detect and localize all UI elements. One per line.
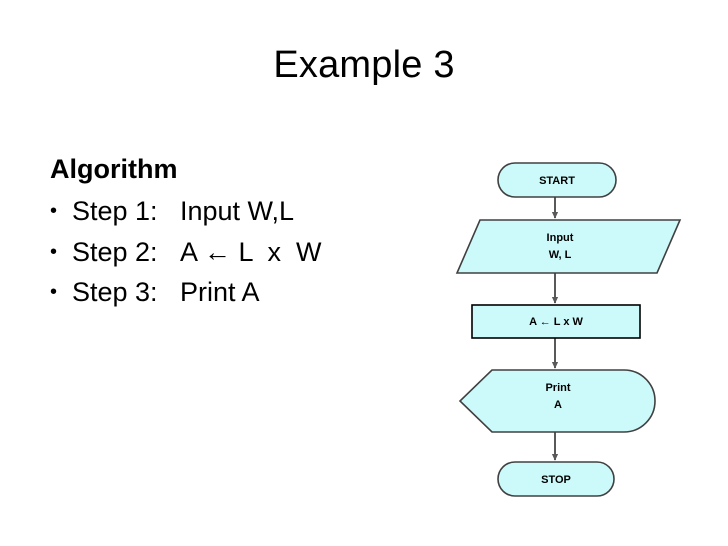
list-item: • Step 3: Print A [50,272,420,313]
node-label-print-line2: A [554,399,562,411]
parallelogram-shape [455,219,682,274]
flowchart-node-input[interactable]: Input W, L [455,219,682,274]
algorithm-text-block: Algorithm • Step 1: Input W,L • Step 2: … [50,154,420,313]
node-label-stop: STOP [541,474,571,486]
step-label: Step 1: [72,196,158,227]
flowchart-node-print[interactable]: Print A [458,369,656,433]
page-title: Example 3 [273,44,455,86]
terminator-shape [497,461,615,497]
process-shape [471,304,641,339]
step-body: Print A [180,277,260,308]
list-item: • Step 2: A ← L x W [50,232,420,273]
node-label-print-line1: Print [545,382,570,394]
terminator-shape [497,162,617,198]
bullet-icon: • [50,281,58,304]
step-label: Step 3: [72,277,158,308]
flowchart-node-process[interactable]: A ← L x W [471,304,641,339]
list-item: • Step 1: Input W,L [50,191,420,232]
flowchart-diagram: START Input W, L A ← L x W Print A [410,150,700,510]
flowchart-node-start[interactable]: START [497,162,617,198]
node-label-input-line2: W, L [549,249,572,261]
step-body: Input W,L [180,196,295,227]
node-label-process: A ← L x W [529,316,583,328]
node-label-start: START [539,175,575,187]
step-label: Step 2: [72,236,158,267]
bullet-icon: • [50,240,58,263]
node-label-input-line1: Input [547,232,574,244]
flowchart-node-stop[interactable]: STOP [497,461,615,497]
display-shape [458,369,656,433]
bullet-icon: • [50,200,58,223]
algorithm-heading: Algorithm [50,154,178,184]
step-body: A ← L x W [180,236,322,267]
